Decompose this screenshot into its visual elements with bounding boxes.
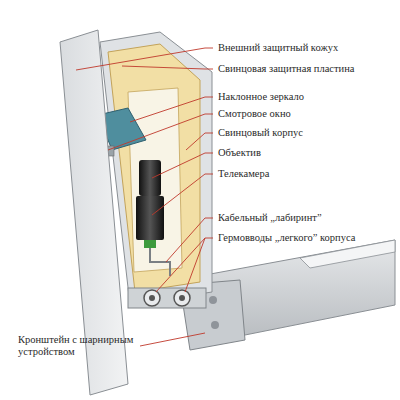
part-label: Гермовводы „легкого” корпуса: [218, 232, 355, 244]
cable-gland: [174, 290, 190, 306]
lead-case-cavity: [128, 88, 182, 272]
leader-line: [108, 114, 213, 150]
part-label: Свинцовая защитная пластина: [218, 63, 355, 75]
cable-gland: [144, 290, 160, 306]
leader-line: [76, 48, 213, 70]
cable-labyrinth: [150, 248, 170, 276]
housing-base: [128, 288, 206, 308]
leader-line: [185, 238, 205, 292]
cable-gland-core: [149, 295, 155, 301]
hinge-bolt: [211, 321, 219, 329]
part-label: Смотровое окно: [218, 108, 291, 120]
leader-line: [186, 133, 213, 150]
hinge-bolt: [209, 296, 217, 304]
camera: [136, 196, 164, 240]
part-label: Кронштейн с шарнирным устройством: [18, 334, 136, 358]
bracket-flange: [300, 240, 395, 268]
lead-shield: [108, 44, 200, 292]
leader-lines: [76, 48, 213, 346]
leader-line: [140, 333, 205, 346]
camera-connector: [144, 240, 156, 248]
leader-line: [152, 174, 213, 215]
part-label: Внешний защитный кожух: [218, 42, 338, 54]
lens: [139, 160, 161, 196]
part-label: Объектив: [218, 147, 261, 159]
leader-line: [156, 238, 213, 292]
part-label: Свинцовый корпус: [218, 127, 303, 139]
part-label: Телекамера: [218, 168, 269, 180]
cable-gland-core: [179, 295, 185, 301]
part-label: Наклонное зеркало: [218, 91, 304, 103]
part-label: Кабельный „лабиринт”: [218, 212, 322, 224]
leader-line: [130, 97, 213, 122]
leader-line: [122, 66, 213, 69]
leader-line: [152, 153, 213, 178]
